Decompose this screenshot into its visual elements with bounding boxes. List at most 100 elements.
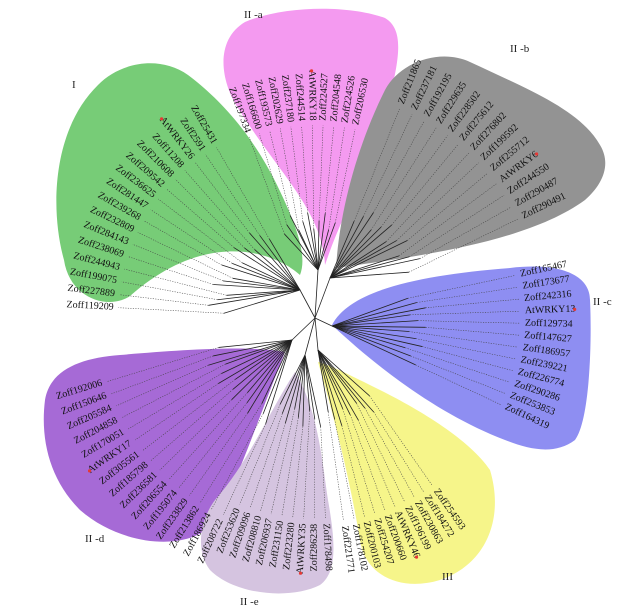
internal-branch [284,233,319,271]
internal-branch [331,297,409,327]
clade-I-background [56,63,303,302]
leaf-connector [279,128,300,231]
internal-branch [329,220,355,279]
leaf-connector [325,126,335,214]
internal-branch [302,221,319,271]
leaf-connector [373,411,424,492]
internal-branch [317,220,320,271]
internal-branch [218,339,293,384]
internal-branch [233,247,301,291]
clade-label-IIb: II -b [510,43,530,55]
internal-branch [225,339,293,365]
leaf-connector [415,364,501,405]
internal-branch [285,354,306,424]
leaf-connector [334,129,356,223]
internal-branch [222,280,301,291]
internal-branch [331,307,426,327]
internal-branch [329,224,392,279]
leaf-label: Zoff244514 [293,73,307,121]
internal-branch [221,264,301,291]
internal-branch [297,354,306,418]
internal-branch [298,229,319,271]
internal-branch [329,240,397,279]
branch-I [299,289,316,319]
internal-branch [329,271,409,279]
internal-branch [247,339,293,414]
internal-branch [317,349,366,409]
leaf-connector [405,347,510,383]
leaf-connector [168,392,248,480]
internal-branch [244,247,301,291]
clade-IIc-background [332,266,591,450]
leaf-connector [137,232,234,279]
leaf-connector [111,355,214,395]
leaf-connector [415,338,516,360]
internal-branch [317,349,344,410]
leaf-connector [292,426,304,518]
leaf-connector [417,320,520,324]
leaf-connector [408,218,518,273]
leaf-connector [239,404,281,505]
internal-branch [234,339,293,380]
leaf-connector [312,125,315,229]
internal-branch [331,320,418,327]
leaf-connector [422,346,514,372]
leaf-connector [249,413,283,509]
leaf-connector [318,125,324,221]
tree-branches [208,212,426,428]
clade-III-background [318,362,495,584]
internal-branch [208,339,293,366]
leaf-connector [189,413,248,496]
leaf-connector [290,126,304,222]
internal-branch [279,354,306,405]
internal-branch [246,339,293,404]
leaf-connector [116,364,209,407]
internal-branch [329,240,408,279]
internal-branch [329,212,374,279]
leaf-connector [425,327,520,336]
leaf-label: Zoff204548 [329,74,345,122]
clade-label-I: I [72,79,76,91]
leaf-connector [386,152,469,242]
internal-branch [304,354,311,411]
internal-branch [304,354,322,428]
internal-branch [331,314,411,327]
internal-branch [331,325,410,332]
leaf-connector [369,395,433,487]
leaf-connector [370,127,437,231]
internal-branch [331,325,411,357]
internal-branch [329,255,400,279]
internal-branch [317,349,359,421]
reference-marker [160,117,164,121]
internal-branch [269,238,301,291]
internal-branch [259,235,301,291]
leaf-connector [248,136,285,235]
leaf-connector [416,286,518,303]
leaf-connector [303,410,310,519]
internal-branch [304,354,316,420]
leaf-label: Zoff242316 [524,289,572,304]
leaf-connector [320,426,326,519]
internal-branch [226,289,301,296]
internal-branch [249,232,301,291]
leaf-connector [134,383,219,441]
leaf-connector [128,373,222,430]
internal-branch [242,262,301,291]
internal-branch [329,216,364,279]
internal-branch [331,325,416,340]
internal-branch [281,354,306,414]
leaf-connector [216,147,270,240]
leaf-connector [391,143,459,226]
leaf-connector [409,310,520,316]
internal-branch [247,339,293,393]
leaf-connector [121,363,226,418]
leaf-label: AtWRKY35 [295,523,309,574]
leaf-connector [269,130,291,216]
internal-branch [313,228,319,271]
leaf-connector [425,298,520,309]
leaf-connector [334,419,355,520]
internal-branch [317,229,330,271]
leaf-connector [259,133,288,225]
internal-branch [223,289,301,314]
